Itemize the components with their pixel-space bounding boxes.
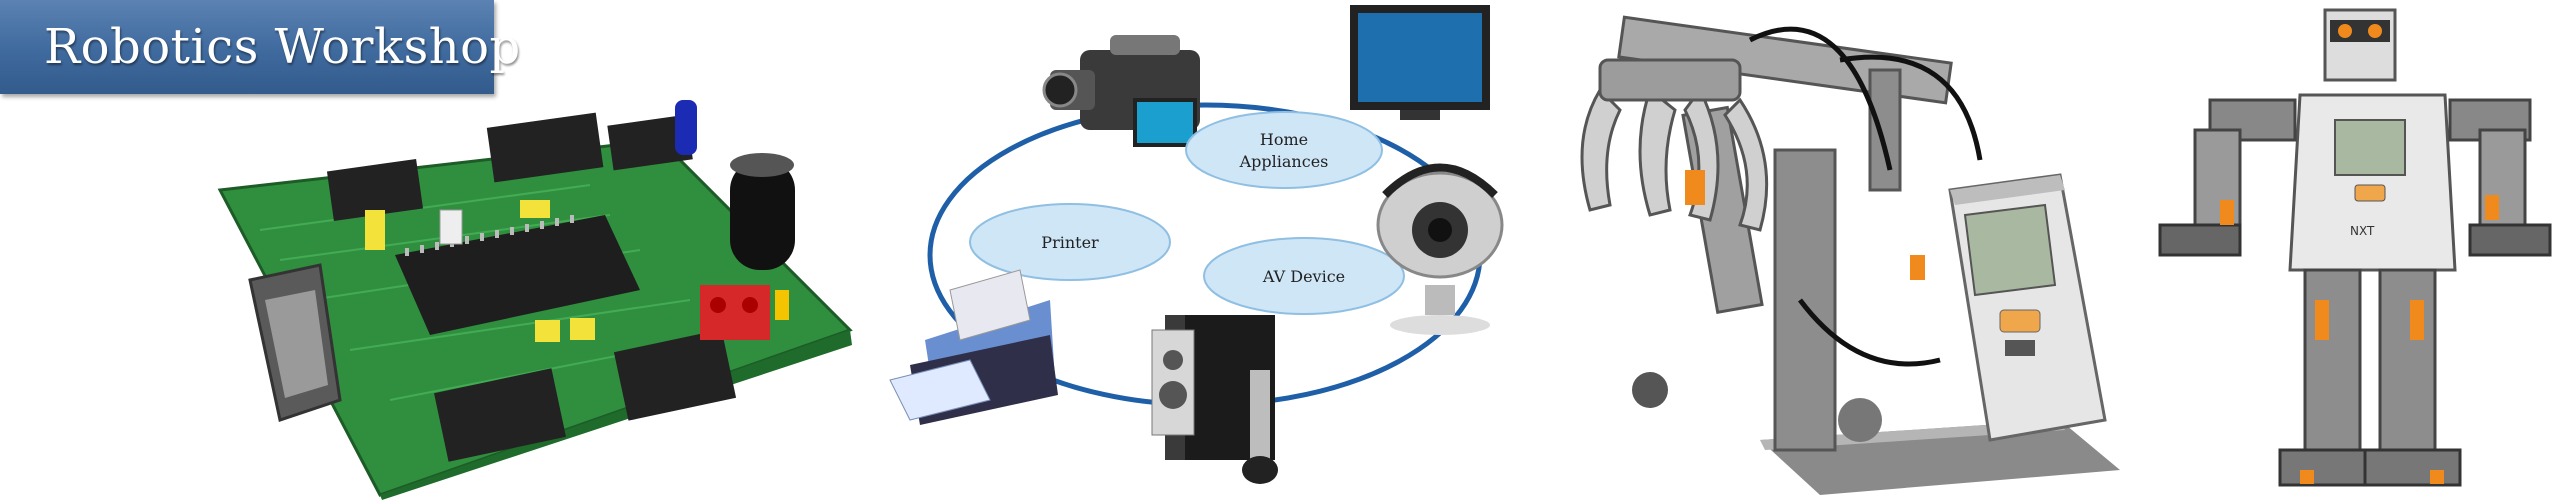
- board-image: [190, 0, 870, 500]
- av-device-label: AV Device: [1262, 267, 1345, 286]
- humanoid-robot-image: NXT: [2140, 0, 2560, 500]
- printer-icon: [889, 269, 1058, 425]
- nxt-brick-icon: [1948, 173, 2107, 442]
- speaker-system-icon: [1151, 315, 1278, 484]
- printer-bubble: Printer: [969, 203, 1171, 281]
- microcontroller-board-icon: [217, 100, 853, 500]
- robotic-arm-icon: [1580, 15, 2120, 495]
- network-diagram-svg: Home Appliances Printer AV Device: [889, 5, 1504, 484]
- network-diagram: Home Appliances Printer AV Device: [880, 0, 1560, 500]
- camcorder-icon: [1042, 35, 1200, 147]
- humanoid-robot-icon: NXT: [2158, 8, 2552, 487]
- home-appliances-label-2: Appliances: [1239, 152, 1329, 171]
- monitor-icon: [1350, 5, 1490, 120]
- robotic-arm-image: [1560, 0, 2140, 500]
- home-appliances-bubble: Home Appliances: [1185, 111, 1383, 189]
- home-appliances-label-1: Home: [1260, 130, 1308, 149]
- title-badge: Robotics Workshop: [0, 0, 520, 94]
- av-device-bubble: AV Device: [1203, 237, 1405, 315]
- webcam-icon: [1376, 163, 1504, 335]
- svg-text:NXT: NXT: [2350, 224, 2375, 238]
- page-title: Robotics Workshop: [44, 19, 521, 75]
- printer-label: Printer: [1041, 233, 1099, 252]
